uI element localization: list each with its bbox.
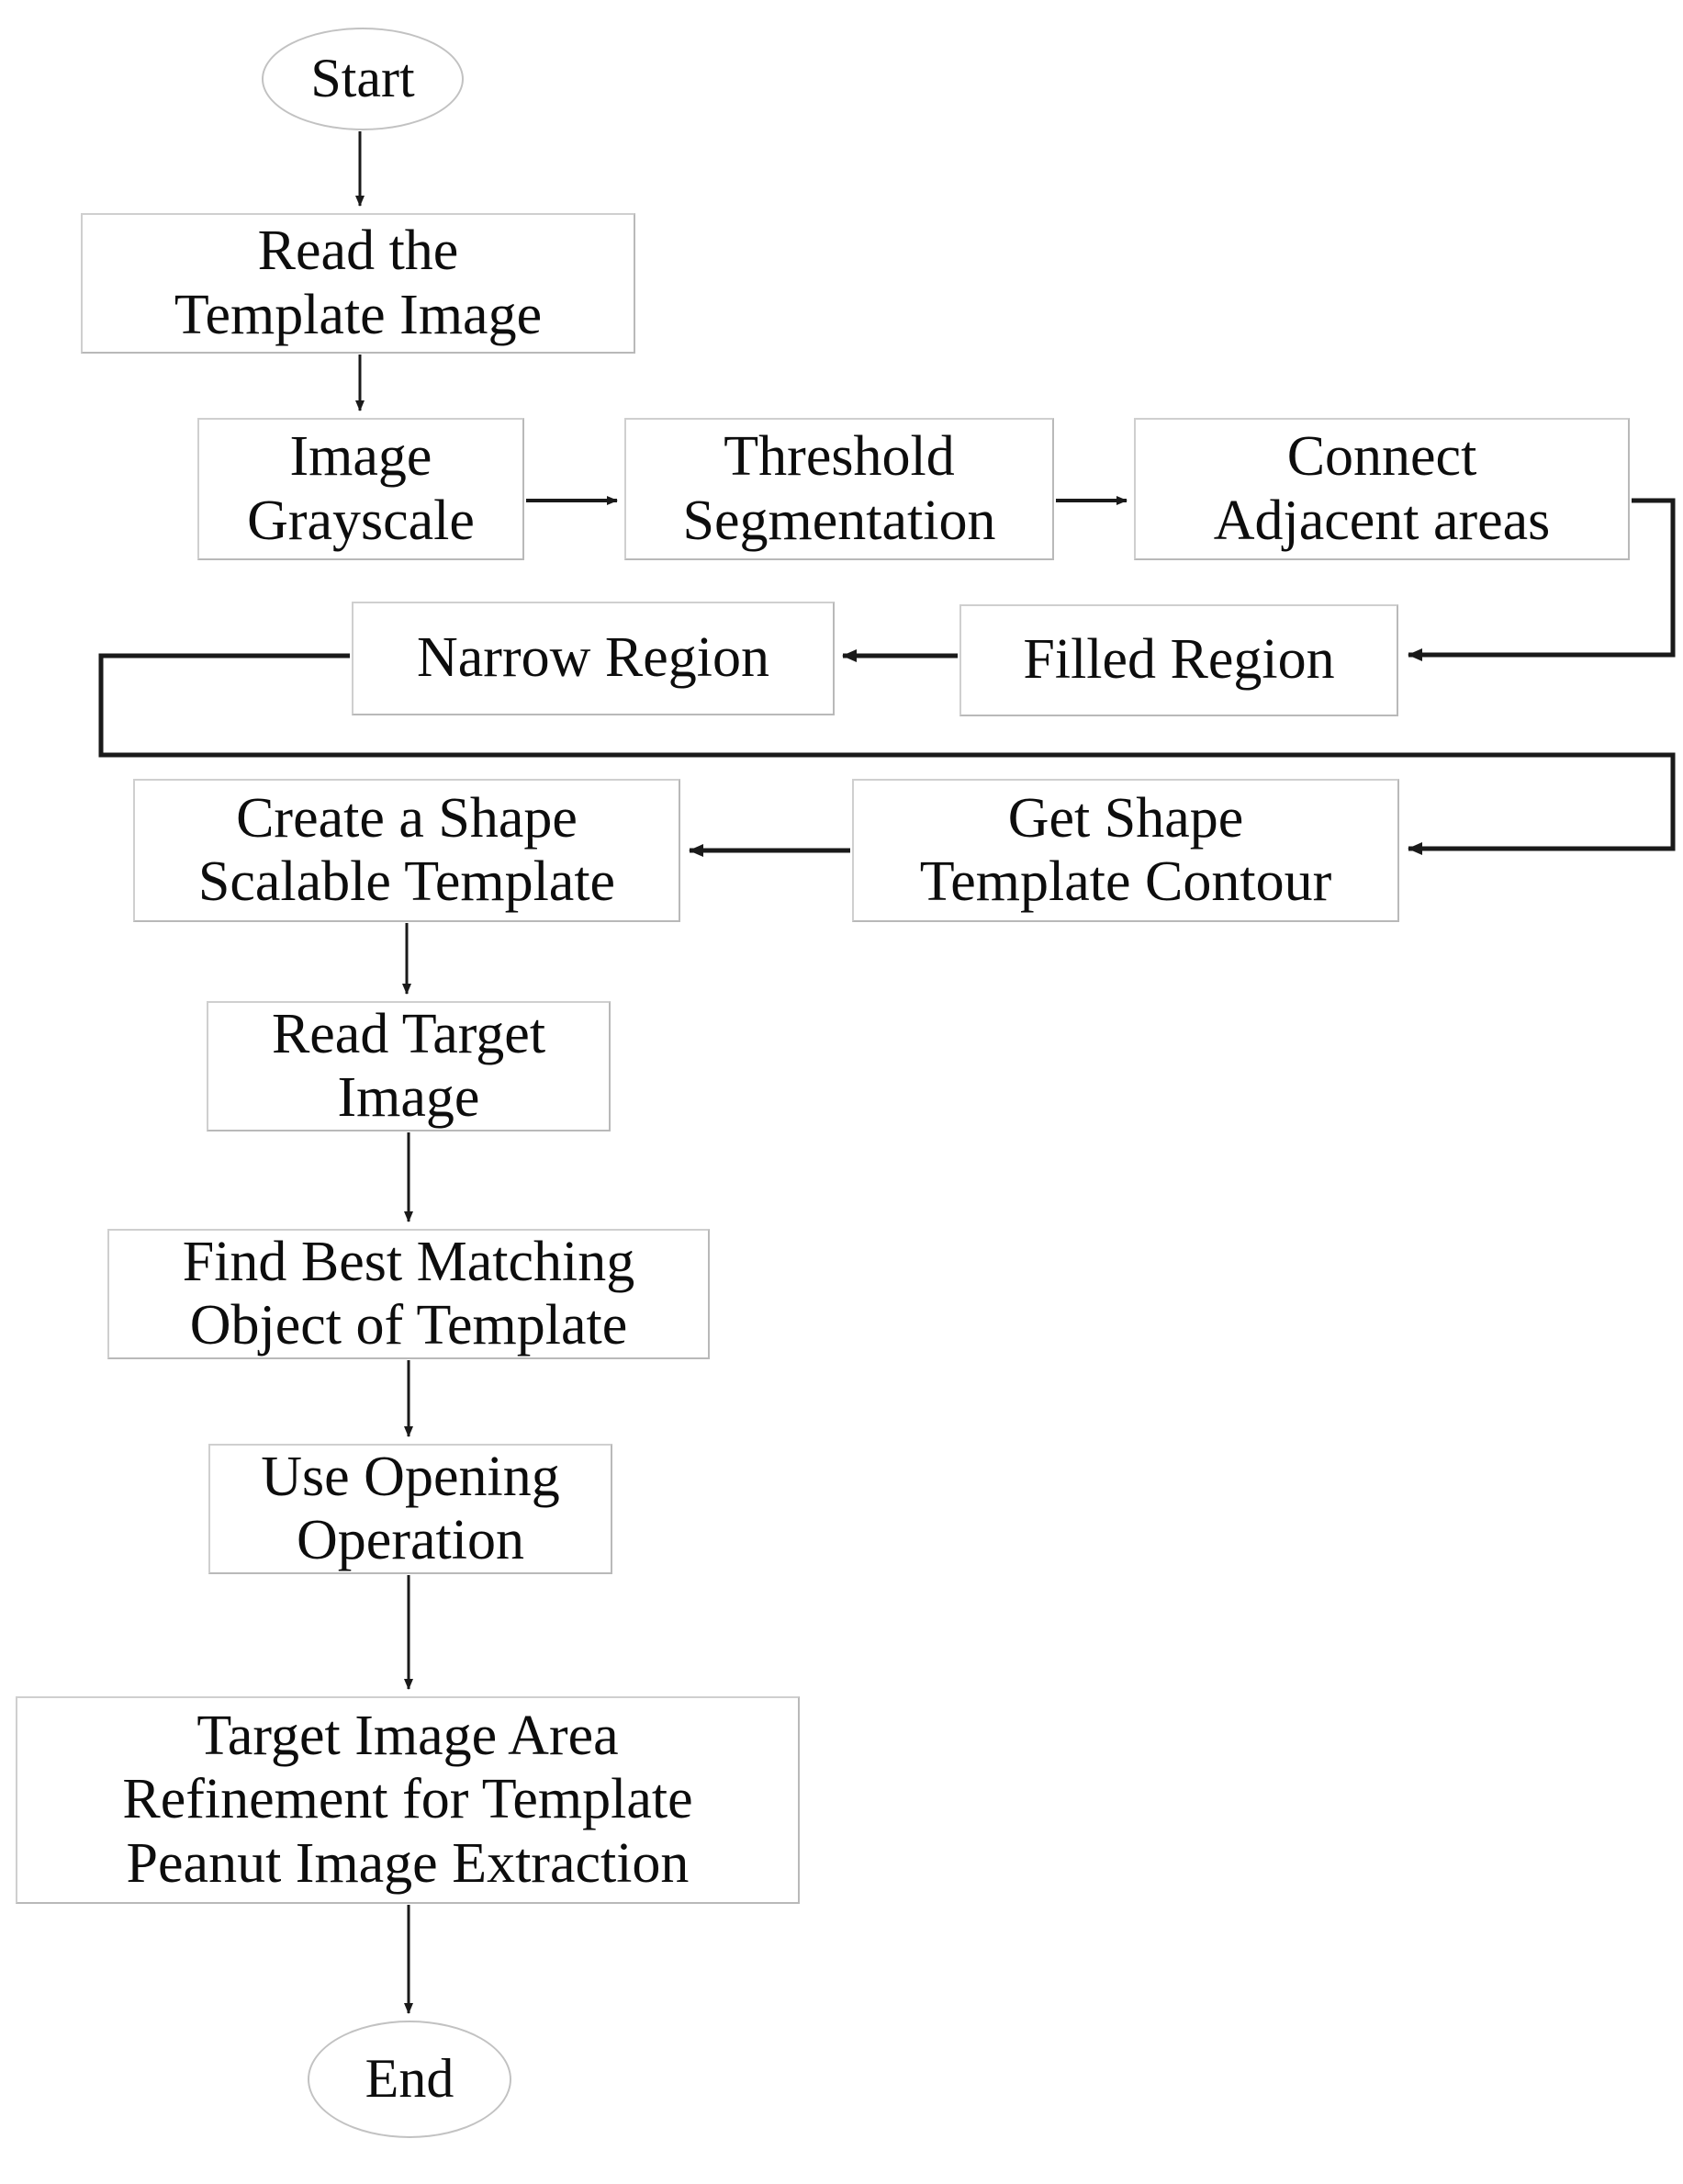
node-filled-region-label: Filled Region [1023,628,1335,692]
node-connect-adjacent-areas[interactable]: Connect Adjacent areas [1134,418,1630,560]
node-connect-adjacent-areas-label: Connect Adjacent areas [1213,425,1551,552]
node-narrow-region[interactable]: Narrow Region [352,602,835,715]
node-end-label: End [365,2048,454,2110]
node-filled-region[interactable]: Filled Region [959,604,1398,716]
node-get-shape-template-contour-label: Get Shape Template Contour [919,786,1332,913]
node-create-shape-scalable-template-label: Create a Shape Scalable Template [197,786,616,913]
node-find-best-matching-object-label: Find Best Matching Object of Template [182,1230,635,1357]
node-threshold-segmentation-label: Threshold Segmentation [682,425,996,552]
node-start[interactable]: Start [262,28,464,130]
node-narrow-region-label: Narrow Region [417,626,769,690]
node-create-shape-scalable-template[interactable]: Create a Shape Scalable Template [133,779,680,922]
node-end[interactable]: End [308,2021,511,2138]
node-start-label: Start [310,48,415,109]
node-read-target-image[interactable]: Read Target Image [207,1001,611,1131]
node-find-best-matching-object[interactable]: Find Best Matching Object of Template [107,1229,710,1359]
node-use-opening-operation[interactable]: Use Opening Operation [208,1444,612,1574]
node-get-shape-template-contour[interactable]: Get Shape Template Contour [852,779,1399,922]
node-image-grayscale[interactable]: Image Grayscale [197,418,524,560]
node-read-template-image[interactable]: Read the Template Image [81,213,635,354]
node-target-image-area-refinement-label: Target Image Area Refinement for Templat… [122,1704,693,1895]
node-target-image-area-refinement[interactable]: Target Image Area Refinement for Templat… [16,1696,800,1904]
node-read-template-image-label: Read the Template Image [174,220,543,346]
node-read-target-image-label: Read Target Image [271,1002,546,1129]
node-use-opening-operation-label: Use Opening Operation [261,1445,560,1571]
node-image-grayscale-label: Image Grayscale [247,425,475,552]
node-threshold-segmentation[interactable]: Threshold Segmentation [624,418,1054,560]
